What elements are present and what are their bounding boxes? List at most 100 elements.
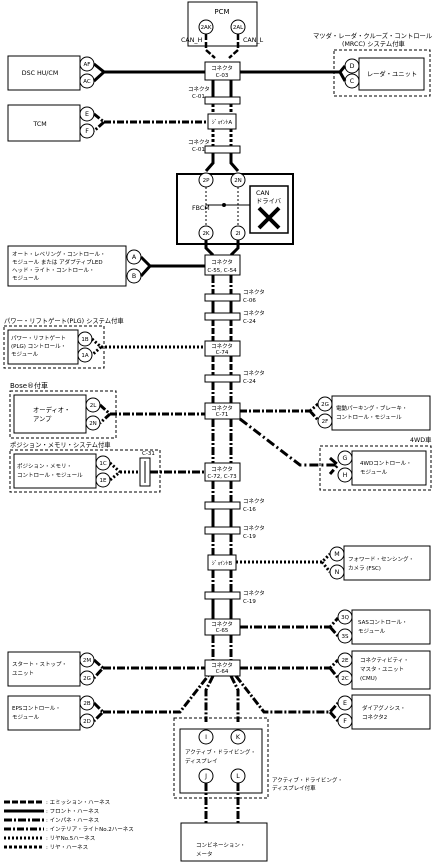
plg-module[interactable]: パワー・リフトゲート (PLG) コントロール・ モジュール 1B 1A xyxy=(7,329,93,365)
amp-pin-2n: 2N xyxy=(89,421,97,427)
c7273-label: C-72, C-73 xyxy=(207,474,237,480)
pcm-module[interactable]: PCM 2AK 2AL xyxy=(187,1,258,47)
dsc-pin-ac: AC xyxy=(83,79,91,85)
start-stop-module[interactable]: スタート・ストップ・ ユニット 2M 2G xyxy=(7,651,95,687)
c5554-label: C-55, C-54 xyxy=(207,268,237,274)
legend-item-1: : フロント・ハーネス xyxy=(46,808,99,815)
eps-module[interactable]: EPSコントロール・ モジュール 2B 2D xyxy=(7,695,95,731)
c24b-word: コネクタ xyxy=(243,369,265,377)
add-pin-l: L xyxy=(236,773,240,780)
pcm-pin-2al: 2AL xyxy=(233,25,244,31)
c03-label: C-03 xyxy=(216,73,229,79)
add-line-1: アクティブ・ドライビング・ xyxy=(185,748,256,756)
joint-b-label: ｼﾞｮｲﾝﾄB xyxy=(212,560,233,567)
auto-level-line-3: ヘッド・ライト・コントロール・ xyxy=(12,267,95,274)
auto-level-line-2: モジュール または アダプティブLED xyxy=(12,258,103,266)
sas-pin-3q: 3Q xyxy=(341,615,349,621)
fourwd-line-2: モジュール xyxy=(360,469,388,476)
fsc-pin-n: N xyxy=(335,569,340,576)
fourwd-pin-h: H xyxy=(343,472,348,479)
c06-word: コネクタ xyxy=(243,288,265,296)
startstop-pin-2m: 2M xyxy=(83,658,91,664)
add-module[interactable]: I K アクティブ・ドライビング・ ディスプレイ J L xyxy=(179,728,263,794)
radar-label: レーダ・ユニット xyxy=(367,69,417,78)
cmu-pin-2c: 2C xyxy=(341,676,348,682)
cmu-module[interactable]: 2E 2C コネクティビティ・ マスタ・ユニット (CMU) xyxy=(337,650,431,690)
radar-unit[interactable]: D C レーダ・ユニット xyxy=(344,57,425,91)
fbcm-pin-2i: 2I xyxy=(235,231,240,237)
eps-line-2: モジュール xyxy=(12,714,40,721)
c74-word: コネクタ xyxy=(211,342,233,350)
can-driver-label: CAN xyxy=(256,190,270,197)
c03-word: コネクタ xyxy=(211,64,233,72)
c19b-word: コネクタ xyxy=(243,589,265,597)
fourwd-line-1: 4WDコントロール・ xyxy=(360,460,412,467)
c19b-label: C-19 xyxy=(243,599,256,605)
sas-module[interactable]: 3Q 3S SASコントロール・ モジュール xyxy=(337,609,431,645)
radar-pin-d: D xyxy=(350,63,355,70)
c16-label: C-16 xyxy=(243,507,256,513)
bose-group-label: Bose®付車 xyxy=(10,381,48,390)
combination-meter-module[interactable]: B D コンビネーション・ メータ xyxy=(180,822,268,862)
legend-item-3: : インテリア・ライトNo.2ハーネス xyxy=(46,826,134,833)
c24b-label: C-24 xyxy=(243,379,256,385)
diag-line-1: ダイアグノシス・ xyxy=(362,704,406,712)
startstop-pin-2g: 2G xyxy=(83,676,91,682)
fourwd-module[interactable]: G H 4WDコントロール・ モジュール xyxy=(337,450,427,486)
fsc-module[interactable]: M N フォワード・センシング・ カメラ (FSC) xyxy=(329,545,431,581)
audio-amp-module[interactable]: オーディオ・ アンプ 2L 2N xyxy=(13,394,101,434)
tcm-module[interactable]: TCM E F xyxy=(7,104,95,142)
posmem-line-2: コントロール・モジュール xyxy=(17,472,83,479)
epb-pin-2f: 2F xyxy=(322,419,329,425)
amp-line-1: オーディオ・ xyxy=(33,405,70,414)
c19a-label: C-19 xyxy=(243,534,256,540)
c01a-label: C-01 xyxy=(192,94,205,100)
diag-connector-module[interactable]: E F ダイアグノシス・ コネクタ2 xyxy=(337,694,431,730)
legend-item-2: : インパネ・ハーネス xyxy=(46,817,99,824)
connector-c19a xyxy=(204,526,241,535)
dsc-label: DSC HU/CM xyxy=(22,70,59,77)
epb-module[interactable]: 2G 2F 電動パーキング・ブレーキ・ コントロール・モジュール xyxy=(317,395,431,431)
plg-pin-1a: 1A xyxy=(81,353,88,359)
eps-pin-2d: 2D xyxy=(83,719,91,725)
auto-level-line-1: オート・レベリング・コントロール・ xyxy=(12,250,106,258)
dsc-pin-af: AF xyxy=(84,62,91,68)
mrcc-group-label-2: (MRCC) システム付車 xyxy=(342,39,405,48)
meter-line-1: コンビネーション・ xyxy=(196,841,245,849)
cmu-line-2: マスタ・ユニット xyxy=(360,665,404,673)
posmem-module[interactable]: ポジション・メモリ・ コントロール・モジュール 1C 1E xyxy=(13,453,111,489)
auto-level-line-4: モジュール xyxy=(12,275,40,282)
cmu-line-1: コネクティビティ・ xyxy=(360,656,409,664)
diag-pin-f: F xyxy=(343,718,347,725)
pcm-label: PCM xyxy=(214,8,229,16)
connector-c01b xyxy=(204,145,241,154)
c65-word: コネクタ xyxy=(211,620,233,628)
connector-c74 xyxy=(204,340,241,357)
auto-leveling-module[interactable]: オート・レベリング・コントロール・ モジュール または アダプティブLED ヘッ… xyxy=(7,245,142,287)
epb-line-2: コントロール・モジュール xyxy=(336,414,402,421)
bose-group-box xyxy=(9,390,117,439)
fbcm-label: FBCM xyxy=(192,205,210,212)
fbcm-module[interactable]: FBCM 2P 2N 2K 2I CAN ドライバ xyxy=(176,172,294,245)
sas-line-2: モジュール xyxy=(358,628,386,635)
cmu-pin-2e: 2E xyxy=(342,658,349,664)
can-h-label: CAN_H xyxy=(181,37,203,44)
c19a-word: コネクタ xyxy=(243,524,265,532)
mrcc-group-label: マツダ・レーダ・クルーズ・コントロール xyxy=(313,31,432,40)
posmem-group-label: ポジション・メモリ・システム付車 xyxy=(10,440,111,449)
amp-line-2: アンプ xyxy=(33,415,52,423)
legend-item-4: : リヤNo.5ハーネス xyxy=(46,835,95,842)
connector-c55-c54 xyxy=(204,254,241,276)
add-group-line-2: ディスプレイ付車 xyxy=(272,784,316,792)
add-group-box xyxy=(173,717,269,799)
tcm-pin-e: E xyxy=(85,111,89,118)
dsc-module[interactable]: DSC HU/CM AF AC xyxy=(7,55,95,91)
connector-c72-c73 xyxy=(204,462,241,482)
can-driver-label-2: ドライバ xyxy=(256,197,282,205)
plg-group-box xyxy=(3,325,105,369)
connector-c24a xyxy=(204,312,241,321)
amp-pin-2l: 2L xyxy=(90,403,97,409)
plg-line-3: モジュール xyxy=(11,351,39,358)
joint-a xyxy=(207,113,237,130)
